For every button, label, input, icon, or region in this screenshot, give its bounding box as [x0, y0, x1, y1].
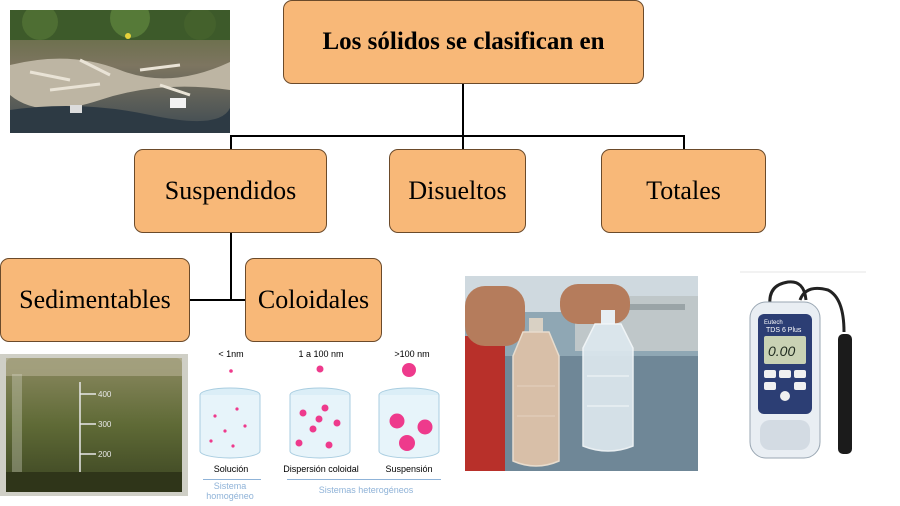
bracket-heterogeneo: [287, 479, 441, 480]
size-label-solution: < 1nm: [218, 349, 244, 359]
beakers-drawing: [199, 363, 440, 459]
node-coloidales: Coloidales: [245, 258, 382, 342]
size-label-suspension: >100 nm: [394, 349, 430, 359]
node-sedimentables: Sedimentables: [0, 258, 190, 342]
node-sedimentables-label: Sedimentables: [19, 285, 171, 314]
particle-medium: [316, 365, 324, 373]
connector-suspendidos: [230, 135, 232, 150]
meter-display-reading: 0.00: [768, 343, 795, 359]
water-bottles-photo: [465, 276, 698, 471]
particle-small: [229, 369, 233, 373]
size-label-colloid: 1 a 100 nm: [298, 349, 344, 359]
node-disueltos: Disueltos: [389, 149, 526, 233]
beaker-mark-400: 400: [98, 390, 112, 399]
particle-large: [402, 363, 416, 377]
root-node: Los sólidos se clasifican en: [283, 0, 644, 84]
node-suspendidos-label: Suspendidos: [164, 176, 297, 205]
meter-model: TDS 6 Plus: [766, 327, 802, 334]
group-label-homogeneo: Sistema homogéneo: [206, 481, 254, 501]
meter-brand: Eutech: [764, 320, 783, 326]
node-disueltos-label: Disueltos: [408, 176, 507, 205]
sediment-beaker-photo: 400 300 200: [0, 354, 188, 496]
connector-root-down: [462, 84, 464, 136]
connector-level1-bar: [230, 135, 684, 137]
beaker-mark-200: 200: [98, 450, 112, 459]
group-label-heterogeneo: Sistemas heterogéneos: [318, 485, 414, 495]
bracket-homogeneo: [203, 479, 261, 480]
tds-meter-photo: Eutech TDS 6 Plus 0.00: [740, 270, 866, 470]
node-totales: Totales: [601, 149, 766, 233]
polluted-river-photo: [10, 10, 230, 133]
name-label-colloid: Dispersión coloidal: [283, 464, 359, 474]
connector-disueltos: [462, 135, 464, 150]
name-label-suspension: Suspensión: [385, 464, 433, 474]
node-coloidales-label: Coloidales: [257, 285, 370, 314]
connector-suspendidos-down: [230, 232, 232, 300]
name-label-solution: Solución: [213, 464, 249, 474]
root-node-label: Los sólidos se clasifican en: [322, 28, 605, 55]
node-suspendidos: Suspendidos: [134, 149, 327, 233]
node-totales-label: Totales: [646, 176, 721, 205]
beaker-mark-300: 300: [98, 420, 112, 429]
dispersion-illustration: < 1nm 1 a 100 nm >100 nm Solución Disper…: [195, 345, 453, 506]
connector-level2-bar: [190, 299, 246, 301]
connector-totales: [683, 135, 685, 150]
